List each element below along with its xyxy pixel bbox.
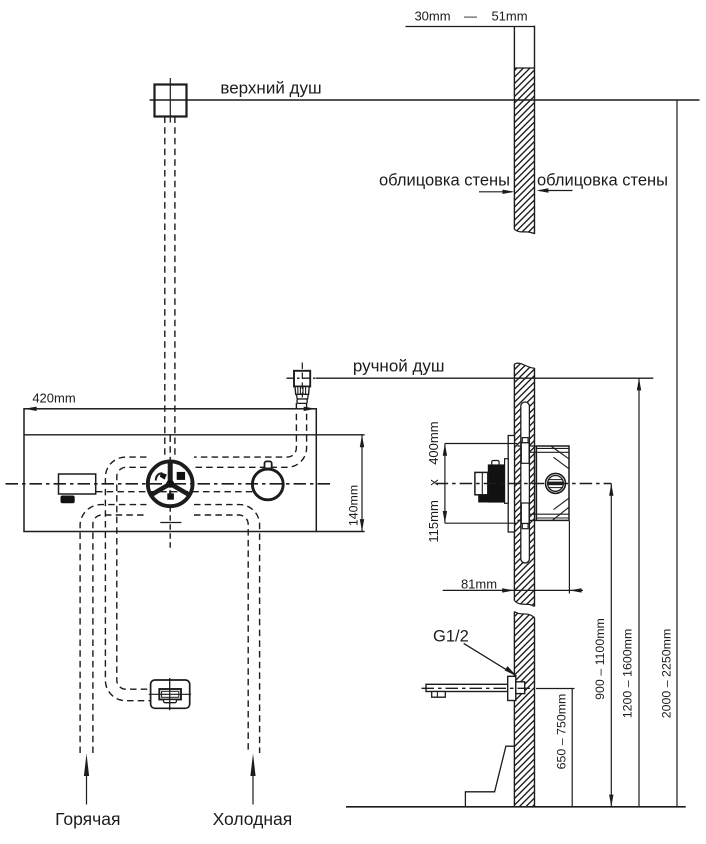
svg-text:G1/2: G1/2 <box>433 628 469 646</box>
svg-text:Холодная: Холодная <box>213 809 293 829</box>
svg-text:1200 – 1600mm: 1200 – 1600mm <box>621 629 635 719</box>
svg-text:51mm: 51mm <box>491 9 527 24</box>
svg-text:650 – 750mm: 650 – 750mm <box>555 694 569 770</box>
svg-text:900 – 1100mm: 900 – 1100mm <box>593 618 607 700</box>
svg-text:Горячая: Горячая <box>55 809 120 829</box>
svg-text:420mm: 420mm <box>32 391 75 406</box>
svg-text:2000 – 2250mm: 2000 – 2250mm <box>659 629 673 719</box>
svg-text:—: — <box>464 9 477 24</box>
svg-text:облицовка стены: облицовка стены <box>379 172 510 190</box>
svg-text:облицовка стены: облицовка стены <box>537 172 668 190</box>
svg-text:81mm: 81mm <box>461 577 497 592</box>
svg-text:ручной душ: ручной душ <box>353 357 445 376</box>
svg-text:30mm: 30mm <box>414 9 450 24</box>
svg-text:140mm: 140mm <box>346 485 360 526</box>
svg-text:115mm x 400mm: 115mm x 400mm <box>426 421 441 542</box>
svg-text:верхний душ: верхний душ <box>220 79 321 98</box>
